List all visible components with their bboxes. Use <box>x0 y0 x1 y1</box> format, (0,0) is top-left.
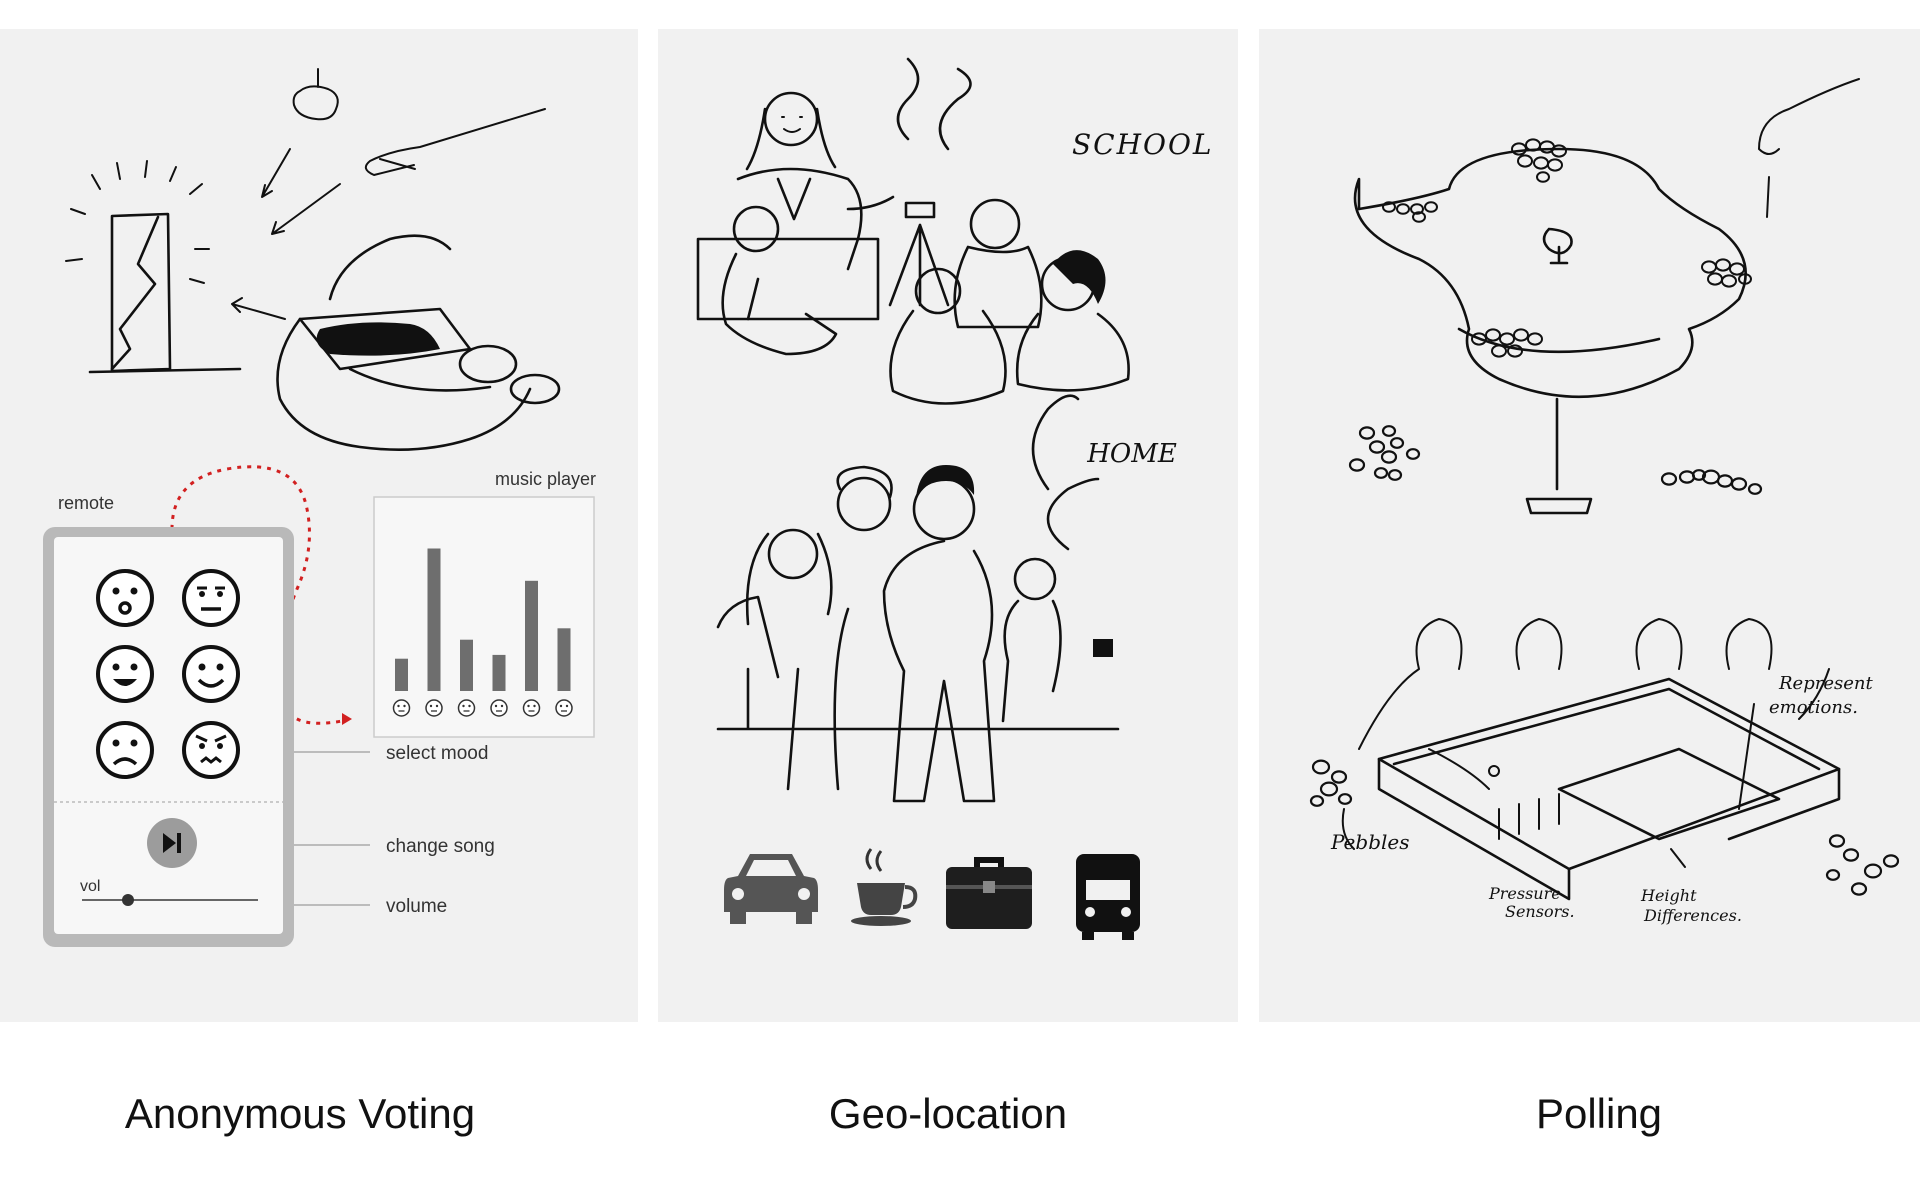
mini-mood-icon <box>522 699 541 717</box>
hand-holding-remote-sketch <box>276 234 561 451</box>
neutral-face-icon[interactable] <box>182 569 240 627</box>
pebble-bowl-sketch <box>1353 78 1860 515</box>
dotted-link <box>170 465 343 725</box>
remote-device <box>43 527 294 947</box>
caption-anonymous-voting: Anonymous Voting <box>124 1090 476 1137</box>
coffee-cup-icon <box>851 848 918 926</box>
mini-mood-icon <box>425 699 443 717</box>
anonymous-voting-panel: remote <box>0 29 638 1022</box>
music-bar <box>460 639 473 691</box>
height-differences-label-line2: Differences. <box>1643 906 1742 925</box>
mini-mood-icon <box>555 699 573 717</box>
mini-mood-icon <box>392 699 411 717</box>
select-mood-label: select mood <box>386 743 488 764</box>
pressure-sensors-label-line2: Sensors. <box>1505 902 1575 921</box>
music-bar <box>427 548 441 691</box>
represent-emotions-label-line1: Represent <box>1778 673 1873 694</box>
volume-label: volume <box>386 896 447 917</box>
car-icon <box>724 854 818 924</box>
represent-emotions-label-line2: emotions. <box>1769 697 1858 718</box>
table-pebbles-sketch <box>1309 759 1900 896</box>
play-pause-icon[interactable] <box>147 818 197 868</box>
mini-mood-icon <box>490 699 508 717</box>
remote-label: remote <box>58 493 114 513</box>
smile-face-icon[interactable] <box>182 645 240 703</box>
school-label: SCHOOL <box>1072 128 1214 161</box>
polling-panel: Represent emotions. Pebbles Pressure Sen… <box>1259 29 1920 1022</box>
school-scene-sketch <box>696 57 1130 405</box>
change-song-label: change song <box>386 836 495 857</box>
geo-location-panel: SCHOOL HOME <box>658 29 1238 1022</box>
music-player-bars <box>395 548 571 691</box>
pressure-sensors-label-line1: Pressure <box>1488 884 1561 903</box>
angry-face-icon[interactable] <box>182 721 240 779</box>
caption-polling: Polling <box>1535 1090 1663 1137</box>
vol-label: vol <box>80 878 100 895</box>
pebbles-label: Pebbles <box>1330 830 1410 854</box>
hand-gestures-sketch <box>231 68 546 320</box>
music-bar <box>395 658 408 691</box>
music-player-mood-icons <box>392 699 573 717</box>
happy-face-icon[interactable] <box>96 645 154 703</box>
volume-slider-handle[interactable] <box>122 894 134 906</box>
truck-icon <box>1076 854 1140 940</box>
glowing-device-sketch <box>65 160 242 374</box>
loose-pebbles-sketch <box>1348 425 1763 495</box>
music-player-box <box>373 496 595 738</box>
mini-mood-icon <box>457 699 476 717</box>
pressure-table-sketch <box>1341 618 1841 901</box>
surprised-face-icon[interactable] <box>96 569 154 627</box>
home-label: HOME <box>1086 439 1177 469</box>
caption-geo-location: Geo-location <box>828 1090 1068 1137</box>
briefcase-icon <box>946 857 1032 929</box>
music-player-label: music player <box>495 469 596 489</box>
home-scene-sketch <box>716 394 1120 803</box>
music-bar <box>525 580 538 691</box>
dotted-link-arrow <box>342 713 352 725</box>
sad-face-icon[interactable] <box>96 721 154 779</box>
music-bar <box>557 628 571 691</box>
music-bar <box>492 654 506 691</box>
height-differences-label-line1: Height <box>1640 886 1697 905</box>
